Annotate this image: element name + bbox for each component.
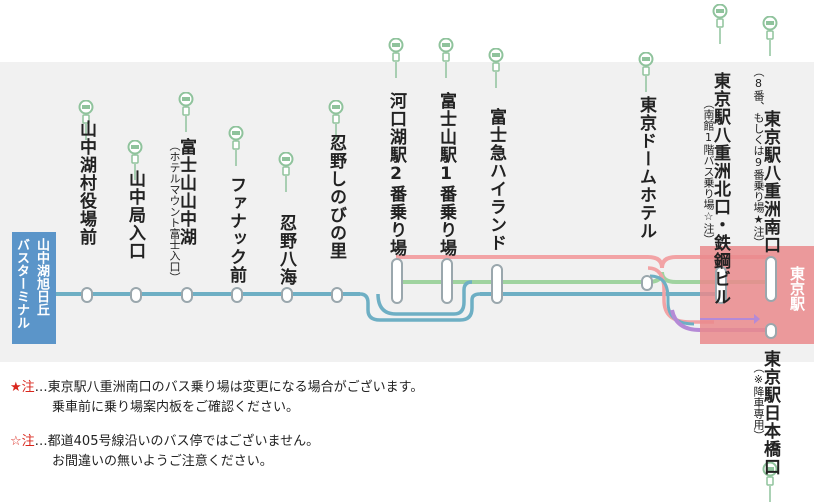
bus-stop-icon — [278, 152, 294, 192]
note-1-line2: 乗車前に乗り場案内板をご確認ください。 — [52, 400, 300, 415]
bus-stop-icon — [638, 52, 654, 92]
stop-marker — [391, 258, 403, 304]
stop-sublabel-yaesu-minamiguchi: （8番、もしくは9番乗り場★注） — [752, 66, 765, 248]
stop-label-oshino-shinobinosato: 忍野しのびの里 — [326, 134, 346, 260]
bus-stop-icon — [328, 100, 344, 140]
stop-marker — [765, 256, 777, 302]
terminal-right-label: 東京駅 — [788, 266, 806, 311]
bus-stop-icon — [762, 16, 778, 56]
route-band — [0, 62, 814, 362]
note-2-line2: お間違いの無いようご注意ください。 — [52, 454, 273, 469]
stop-marker — [181, 287, 193, 303]
stop-sublabel-nihonbashi-guchi: （※降車専用） — [752, 362, 765, 441]
stop-marker — [641, 275, 653, 291]
stop-marker — [281, 287, 293, 303]
stop-marker — [441, 258, 453, 304]
note-1-line1: …東京駅八重洲南口のバス乗り場は変更になる場合がございます。 — [34, 380, 424, 395]
route-lines — [56, 255, 770, 332]
direction-arrow — [700, 314, 760, 324]
stop-marker — [765, 323, 777, 339]
route-line-green — [396, 271, 770, 284]
note-1: ★注…東京駅八重洲南口のバス乗り場は変更になる場合がございます。 乗車前に乗り場… — [10, 378, 423, 418]
route-diagram: 東京駅 山中湖旭日丘 バスターミナル 山中湖村役場前 山中局入口 富士山山中湖（ホテ… — [0, 4, 814, 502]
stop-marker — [715, 266, 727, 304]
terminal-left-box — [12, 232, 56, 344]
terminal-left-line2: バスターミナル — [14, 238, 29, 329]
stop-sublabel-yaesu-kitaguchi: （南館1階バス乗り場☆注） — [702, 98, 715, 245]
stop-label-kawaguchiko-2: 河口湖駅2番乗り場 — [386, 92, 406, 257]
bus-stop-icon — [438, 38, 454, 78]
stop-label-yamanakakyoku-iriguchi: 山中局入口 — [125, 170, 145, 260]
stop-marker — [231, 287, 243, 303]
note-1-mark: ★注 — [10, 380, 35, 395]
note-2-line1: …都道405号線沿いのバス停ではございません。 — [34, 434, 320, 449]
bus-stop-icon — [228, 126, 244, 166]
stop-label-fujisan-1: 富士山駅1番乗り場 — [436, 92, 456, 257]
stop-label-nihonbashi-guchi: 東京駅日本橋口 — [760, 350, 780, 476]
stop-marker — [81, 287, 93, 303]
route-line-dome-curve-blue — [649, 274, 695, 326]
stop-label-yaesu-minamiguchi: 東京駅八重洲南口 — [760, 110, 780, 254]
route-line-blue-loop — [359, 280, 481, 322]
bus-stop-icon — [127, 140, 143, 180]
stop-sublabel-fujisan-yamanakako: （ホテルマウント富士入口） — [168, 140, 181, 283]
bus-stop-icon — [712, 4, 728, 44]
bus-stop-icon — [488, 48, 504, 88]
stop-marker — [331, 287, 343, 303]
bus-stop-icon — [388, 38, 404, 78]
terminal-left-line1: 山中湖旭日丘 — [34, 238, 49, 316]
stop-label-yamanakako-sonyakuba: 山中湖村役場前 — [76, 120, 96, 246]
note-2-mark: ☆注 — [10, 434, 35, 449]
route-line-pink — [396, 255, 770, 269]
bus-stop-icon — [78, 100, 94, 140]
stop-label-tokyo-dome-hotel: 東京ドームホテル — [636, 96, 656, 240]
stop-label-yaesu-kitaguchi: 東京駅八重洲北口・鉄鋼ビル — [710, 72, 730, 306]
stop-label-fujisan-yamanakako: 富士山山中湖 — [176, 138, 196, 246]
note-2: ☆注…都道405号線沿いのバス停ではございません。 お間違いの無いようご注意くだ… — [10, 432, 319, 472]
route-line-purple — [670, 309, 770, 332]
stop-label-fujikyu-highland: 富士急ハイランド — [486, 108, 506, 252]
stop-label-oshino-hakkai: 忍野八海 — [276, 214, 296, 286]
stop-label-fanuc-mae: ファナック前 — [226, 176, 246, 284]
bus-stop-icon — [178, 92, 194, 132]
stop-marker — [130, 287, 142, 303]
stop-marker — [491, 264, 503, 304]
